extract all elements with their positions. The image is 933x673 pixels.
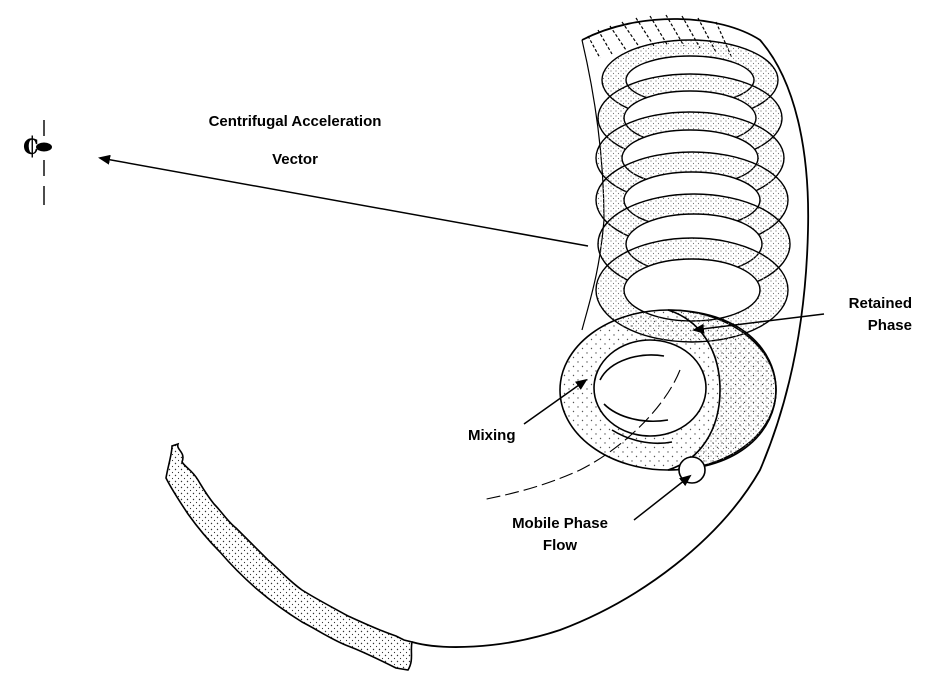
mixing-label: Mixing	[468, 424, 516, 448]
retained-phase-label-line1: Retained	[800, 292, 912, 316]
mobile-phase-arrow	[634, 476, 690, 520]
coil-rings	[596, 40, 790, 342]
retained-phase-label-line2: Phase	[800, 314, 912, 338]
mobile-phase-label-line1: Mobile Phase	[480, 512, 640, 536]
centerline-symbol: ₵	[22, 132, 39, 160]
front-ring	[560, 310, 776, 470]
centrifugal-label-line1: Centrifugal Acceleration	[170, 110, 420, 134]
centrifugal-label-line2: Vector	[170, 148, 420, 172]
mobile-phase-label-line2: Flow	[480, 534, 640, 558]
tubing	[166, 444, 412, 670]
mobile-phase-droplet	[679, 457, 705, 483]
